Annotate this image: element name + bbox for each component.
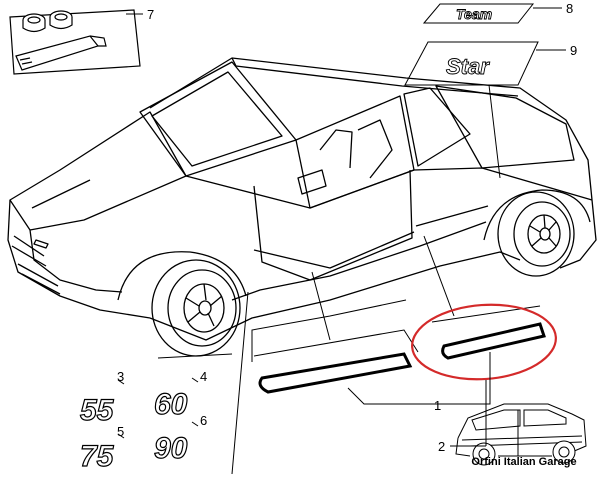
- callout-6: 6: [200, 413, 207, 428]
- callout-8: 8: [566, 1, 573, 16]
- rear-wheel: [497, 191, 575, 277]
- leader-6: [191, 421, 199, 427]
- badge-75: 75: [80, 440, 115, 473]
- callout-1: 1: [434, 398, 441, 413]
- badge-55: 55: [80, 394, 115, 427]
- callout-5: 5: [117, 424, 124, 439]
- leader-9-to-car: [488, 84, 501, 179]
- star-badge-text: Star: [446, 54, 490, 79]
- projection-lines: [157, 235, 541, 475]
- badge-60: 60: [154, 388, 188, 421]
- side-moulding-strip-rear: [441, 322, 546, 360]
- callout-3: 3: [117, 369, 124, 384]
- footer-credit: Orfini Italian Garage: [471, 456, 577, 468]
- highlight-circle: [411, 303, 557, 381]
- reference-car-illustration: [455, 403, 587, 466]
- car-illustration: [7, 57, 597, 341]
- leader-5: [117, 433, 125, 439]
- leader-1: [347, 352, 491, 405]
- adhesive-kit-box: [9, 9, 141, 75]
- leader-3: [117, 379, 125, 385]
- callout-7: 7: [147, 7, 154, 22]
- badge-90: 90: [154, 432, 188, 465]
- leader-4: [191, 377, 199, 383]
- team-badge-text: Team: [456, 6, 492, 22]
- team-badge-panel: [422, 3, 535, 24]
- callout-2: 2: [438, 439, 445, 454]
- callout-9: 9: [570, 43, 577, 58]
- callout-4: 4: [200, 369, 207, 384]
- side-moulding-strip-front: [258, 352, 413, 394]
- front-wheel: [151, 259, 241, 357]
